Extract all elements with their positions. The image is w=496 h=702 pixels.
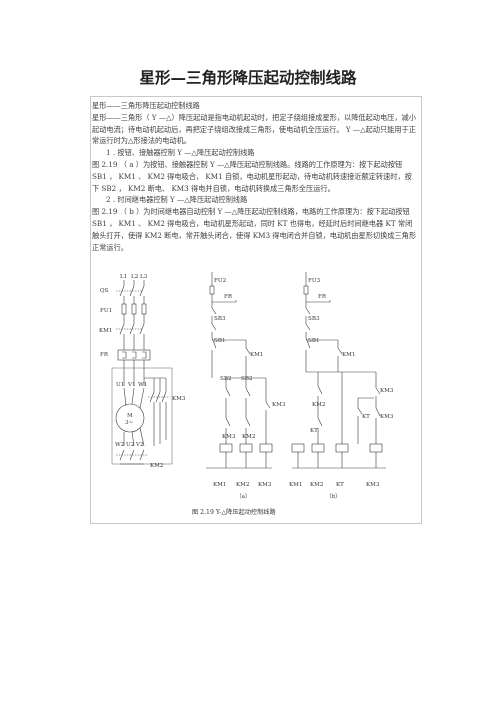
fr-a-label: FR <box>224 294 233 300</box>
kt-no-label: KT <box>362 414 370 420</box>
km1-b-contact-label: KM1 <box>342 352 355 358</box>
v2-label: V2 <box>135 442 144 448</box>
coil-kt-b-label: KT <box>336 482 344 488</box>
w2-label: W2 <box>115 442 125 448</box>
sb1-b-label: SB1 <box>308 338 320 344</box>
kt-nc-label: KT <box>310 428 318 434</box>
km1-label: KM1 <box>99 328 112 334</box>
control-circuit-b: FU3 FR SB3 SB1 KM1 KM2 KM3 KT KT KM3 KM1… <box>289 272 394 500</box>
phase-l2-label: L2 <box>131 274 139 280</box>
control-circuit-a: FU2 FR SB3 SB1 KM1 SB2 SB2 KM3 KM3 KM2 K… <box>206 272 286 500</box>
km2-b-contact-label: KM2 <box>312 402 326 408</box>
coil-km3-a-label: KM3 <box>258 482 272 488</box>
fu2-label: FU2 <box>214 278 227 284</box>
page-title: 星形—三角形降压起动控制线路 <box>139 69 357 87</box>
km3-a-interlock-label: KM3 <box>222 434 236 440</box>
fu3-label: FU3 <box>308 278 321 284</box>
u1-label: U1 <box>116 382 124 388</box>
w1-label: W1 <box>138 382 147 388</box>
main-circuit: L1 L2 L3 QS FU1 KM1 FR M 3~ U1 V1 W1 <box>99 274 186 469</box>
figure-caption: 图 2.19 Y-△降压起动控制线路 <box>192 508 276 516</box>
coil-km2-b-label: KM2 <box>310 482 324 488</box>
panel-a-label: （a） <box>236 493 251 500</box>
sb2b-label: SB2 <box>241 376 253 382</box>
km3-main-label: KM3 <box>172 396 186 402</box>
coil-km3-b-label: KM3 <box>366 482 380 488</box>
fr-label: FR <box>100 352 109 358</box>
km2-a-interlock-label: KM2 <box>242 434 256 440</box>
motor-phase-label: 3~ <box>125 420 134 426</box>
section-1-paragraph: 图 2.19 （ a ）为按钮、接触器控制 Y —△降压起动控制线路。线路的工作… <box>92 159 412 193</box>
fu1-label: FU1 <box>100 308 112 314</box>
u2-label: U2 <box>126 442 135 448</box>
sb1-a-label: SB1 <box>214 338 226 344</box>
qs-label: QS <box>100 288 109 294</box>
circuit-diagram: L1 L2 L3 QS FU1 KM1 FR M 3~ U1 V1 W1 <box>99 272 394 516</box>
section-2-heading: 2 . 时间继电器控制 Y —△降压起动控制线路 <box>106 195 248 205</box>
sb2a-label: SB2 <box>220 376 232 382</box>
sb3-b-label: SB3 <box>308 316 320 322</box>
content-frame <box>90 96 422 524</box>
phase-l3-label: L3 <box>140 274 148 280</box>
article-body: 星形——三角形降压起动控制线路 星形——三角形（ Y —△）降压起动是指电动机起… <box>92 100 418 253</box>
coil-km2-a-label: KM2 <box>236 482 250 488</box>
section-2-paragraph: 图 2.19 （ b ）为时间继电器自动控制 Y —△降压起动控制线路，电路的工… <box>92 207 417 252</box>
km1-a-contact-label: KM1 <box>250 352 263 358</box>
subtitle: 星形——三角形降压起动控制线路 <box>92 101 200 110</box>
coil-km1-b-label: KM1 <box>289 482 302 488</box>
v1-label: V1 <box>127 382 136 388</box>
motor-label: M <box>127 413 133 419</box>
sb3-a-label: SB3 <box>214 316 226 322</box>
intro-paragraph: 星形——三角形（ Y —△）降压起动是指电动机起动时，把定子绕组接成星形，以降低… <box>92 112 416 146</box>
section-1-heading: 1 . 按钮、接触器控制 Y —△降压起动控制线路 <box>106 148 255 158</box>
km3-a-contact-label: KM3 <box>272 402 286 408</box>
coil-km1-a-label: KM1 <box>213 482 226 488</box>
km3-b2-label: KM3 <box>380 414 394 420</box>
km3-b-contact-label: KM3 <box>380 388 394 394</box>
km2-main-label: KM2 <box>150 463 164 469</box>
panel-b-label: （b） <box>326 493 341 500</box>
phase-l1-label: L1 <box>120 274 127 280</box>
fr-b-label: FR <box>318 294 327 300</box>
